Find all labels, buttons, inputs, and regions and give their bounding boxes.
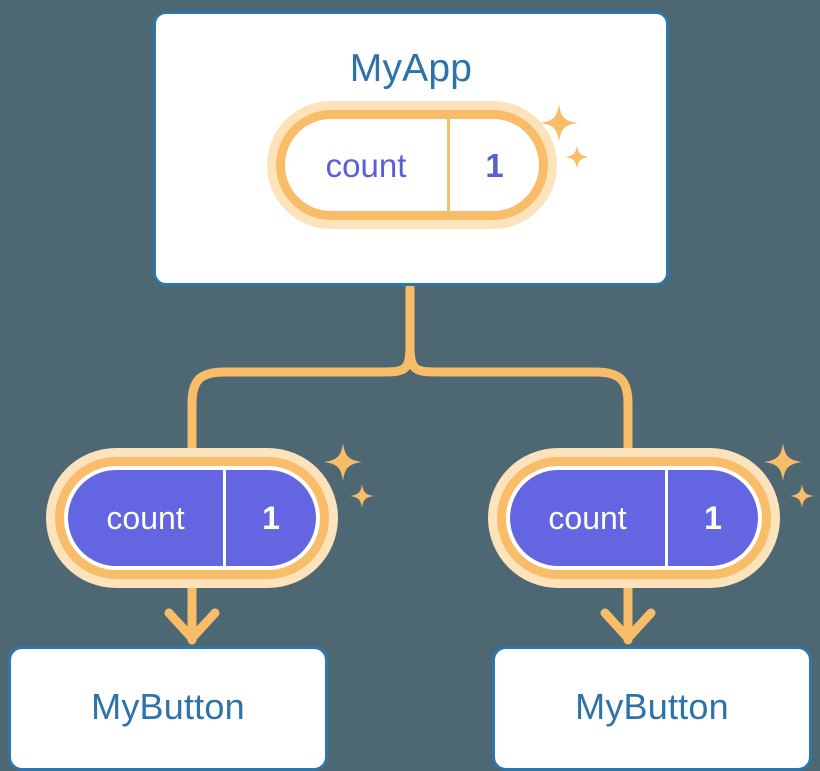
state-pill-filled[interactable]: count 1 — [68, 470, 316, 566]
child-state-pill-right[interactable]: count 1 — [510, 470, 758, 566]
state-pill-value: 1 — [704, 500, 722, 536]
child-button-card-left[interactable]: MyButton — [8, 646, 328, 771]
child-button-label: MyButton — [575, 686, 729, 727]
child-state-pill-left[interactable]: count 1 — [68, 470, 316, 566]
state-pill-key: count — [68, 470, 227, 566]
arrow-down-icon-right — [600, 608, 656, 643]
arrow-down-icon-left — [164, 608, 220, 643]
state-pill-value: 1 — [262, 500, 280, 536]
state-pill-filled[interactable]: count 1 — [510, 470, 758, 566]
child-button-card-right[interactable]: MyButton — [492, 646, 812, 771]
child-button-label: MyButton — [91, 686, 245, 727]
page-title: MyApp — [349, 47, 473, 90]
connector-branch-right — [405, 340, 633, 475]
state-pill-outlined[interactable]: count 1 — [276, 110, 548, 220]
state-pill-value: 1 — [485, 146, 504, 184]
state-pill-key: count — [285, 119, 451, 211]
connector-branch-left — [187, 340, 415, 475]
app-state-pill[interactable]: count 1 — [276, 110, 548, 220]
state-pill-key: count — [510, 470, 669, 566]
